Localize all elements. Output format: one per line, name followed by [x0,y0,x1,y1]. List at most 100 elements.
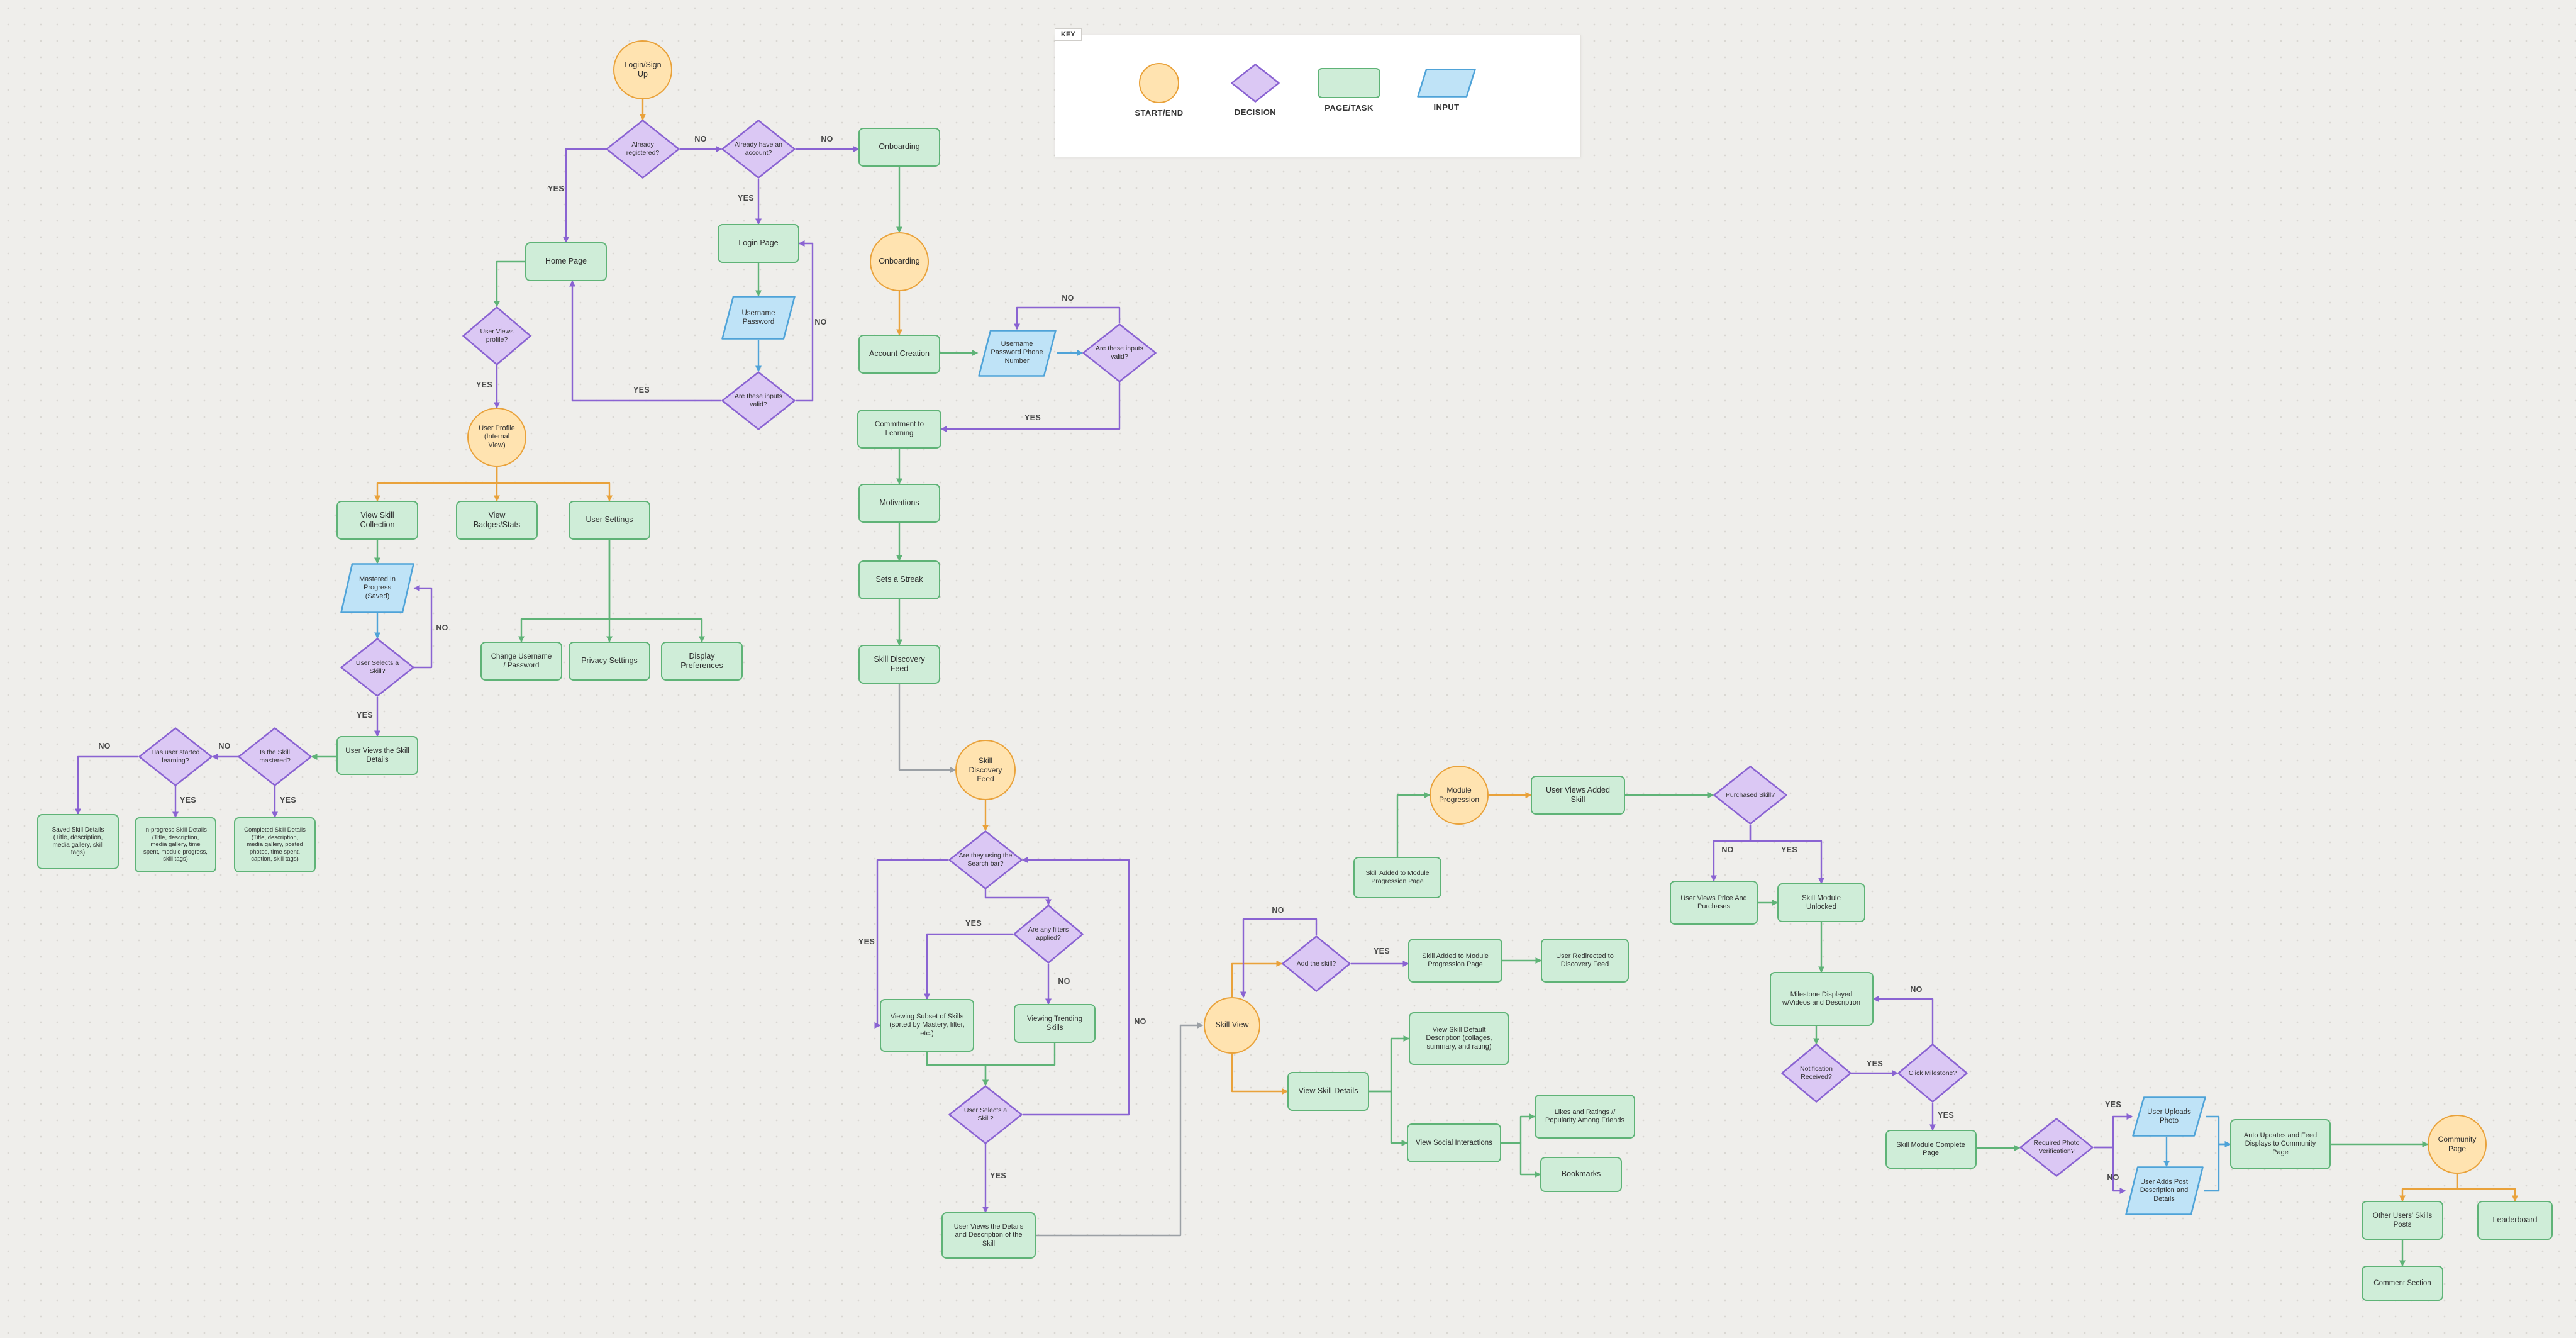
edge-label-required-photo-verification--user-adds-post: NO [2107,1173,2119,1182]
node-notification-received[interactable]: Notification Received? [1781,1044,1852,1103]
node-views-details-description[interactable]: User Views the Details and Description o… [941,1212,1036,1259]
node-view-skill-collection[interactable]: View Skill Collection [336,501,418,540]
node-add-the-skill[interactable]: Add the skill? [1282,935,1351,992]
node-viewing-subset[interactable]: Viewing Subset of Skills (sorted by Mast… [880,999,974,1052]
node-commitment-to-learning[interactable]: Commitment to Learning [857,410,941,449]
node-label: Privacy Settings [581,656,638,666]
node-user-selects-skill[interactable]: User Selects a Skill? [340,638,414,697]
node-skill-discovery-feed-task[interactable]: Skill Discovery Feed [858,645,940,684]
node-change-username-password[interactable]: Change Username / Password [480,642,562,681]
node-redirected-discovery[interactable]: User Redirected to Discovery Feed [1541,939,1629,983]
node-has-user-started[interactable]: Has user started learning? [138,727,213,786]
node-display-preferences[interactable]: Display Preferences [661,642,743,681]
key-label-input: INPUT [1433,103,1460,112]
node-skill-discovery-feed-start[interactable]: Skill Discovery Feed [955,740,1016,800]
edge-purchased-skill--skill-module-unlocked [1749,825,1824,884]
diamond-shape [721,120,796,179]
node-module-complete-page[interactable]: Skill Module Complete Page [1885,1130,1977,1169]
node-user-views-skill-details[interactable]: User Views the Skill Details [336,736,418,775]
node-user-profile[interactable]: User Profile (Internal View) [467,408,526,467]
edge-already-registered--home-page [563,148,606,243]
diamond-shape [1781,1044,1852,1103]
edge-user-selects-skill--collection-tabs [413,585,433,669]
node-account-inputs-valid[interactable]: Are these inputs valid? [1082,323,1157,382]
node-label: Likes and Ratings // Popularity Among Fr… [1545,1108,1624,1124]
node-label: Saved Skill Details (Title, description,… [52,826,104,857]
edge-label-required-photo-verification--user-uploads-photo: YES [2105,1100,2121,1109]
node-label: Skill Discovery Feed [874,654,925,673]
node-user-adds-post[interactable]: User Adds Post Description and Details [2124,1166,2204,1215]
node-is-skill-mastered[interactable]: Is the Skill mastered? [238,727,312,786]
node-user-settings[interactable]: User Settings [569,501,650,540]
edge-label-purchased-skill--views-price-purchases: NO [1721,845,1734,854]
node-views-price-purchases[interactable]: User Views Price And Purchases [1670,881,1758,925]
edge-view-social-interactions--bookmarks [1501,1142,1541,1178]
edge-home-page--user-views-profile [494,260,525,308]
node-skill-view[interactable]: Skill View [1204,997,1260,1054]
node-onboarding-start[interactable]: Onboarding [870,232,929,291]
node-skill-added-module[interactable]: Skill Added to Module Progression Page [1408,939,1502,983]
node-account-creation[interactable]: Account Creation [858,335,940,374]
node-already-have-account[interactable]: Already have an account? [721,120,796,179]
edge-label-user-selects-skill-2--using-search-bar: NO [1134,1017,1146,1026]
node-purchased-skill[interactable]: Purchased Skill? [1713,766,1787,825]
node-label: Onboarding [879,257,920,266]
node-likes-ratings[interactable]: Likes and Ratings // Popularity Among Fr… [1535,1095,1635,1139]
node-label: Comment Section [2373,1279,2431,1287]
node-view-badges-stats[interactable]: View Badges/Stats [456,501,538,540]
node-filters-applied[interactable]: Are any filters applied? [1013,905,1084,964]
node-view-default-description[interactable]: View Skill Default Description (collages… [1409,1012,1509,1065]
node-onboarding-task[interactable]: Onboarding [858,128,940,167]
key-legend-title: KEY [1055,28,1082,41]
node-bookmarks[interactable]: Bookmarks [1540,1157,1622,1192]
node-login-signup[interactable]: Login/Sign Up [613,40,672,99]
node-privacy-settings[interactable]: Privacy Settings [569,642,650,681]
node-using-search-bar[interactable]: Are they using the Search bar? [948,830,1023,889]
node-sets-a-streak[interactable]: Sets a Streak [858,560,940,599]
node-module-progression[interactable]: Module Progression [1430,766,1489,825]
node-user-uploads-photo[interactable]: User Uploads Photo [2132,1096,2206,1137]
key-shape-input [1417,69,1476,98]
node-community-page[interactable]: Community Page [2428,1115,2487,1174]
node-view-social-interactions[interactable]: View Social Interactions [1407,1123,1501,1162]
node-login-credentials[interactable]: Username Password [721,296,796,340]
node-label: Already registered? [626,141,660,157]
node-login-page[interactable]: Login Page [718,224,799,263]
node-completed-skill-details[interactable]: Completed Skill Details (Title, descript… [234,817,316,872]
input-shape [977,329,1057,377]
node-login-inputs-valid[interactable]: Are these inputs valid? [721,371,796,430]
node-home-page[interactable]: Home Page [525,242,607,281]
node-user-views-profile[interactable]: User Views profile? [462,306,531,365]
node-auto-updates-feed[interactable]: Auto Updates and Feed Displays to Commun… [2230,1119,2331,1169]
node-viewing-trending[interactable]: Viewing Trending Skills [1014,1004,1096,1043]
input-shape [2124,1166,2204,1215]
node-user-selects-skill-2[interactable]: User Selects a Skill? [948,1085,1023,1144]
edge-user-settings--display-preferences [608,540,705,643]
node-collection-tabs[interactable]: Mastered In Progress (Saved) [340,563,414,613]
node-comment-section[interactable]: Comment Section [2362,1266,2443,1301]
node-other-users-posts[interactable]: Other Users' Skills Posts [2362,1201,2443,1240]
edge-views-details-description--skill-view [1036,1022,1204,1237]
edge-add-the-skill--skill-view [1240,918,1318,998]
node-leaderboard[interactable]: Leaderboard [2477,1201,2553,1240]
node-click-milestone[interactable]: Click Milestone? [1897,1044,1968,1103]
edge-user-profile--user-settings [496,467,613,502]
edge-viewing-trending--user-selects-skill-2 [982,1043,1056,1086]
node-saved-skill-details[interactable]: Saved Skill Details (Title, description,… [37,814,119,869]
diamond-shape [138,727,213,786]
node-milestone-displayed[interactable]: Milestone Displayed w/Videos and Descrip… [1769,972,1874,1026]
node-skill-added-entry[interactable]: Skill Added to Module Progression Page [1353,857,1441,898]
edge-label-using-search-bar--viewing-subset: YES [858,937,875,946]
node-motivations[interactable]: Motivations [858,484,940,523]
node-required-photo-verification[interactable]: Required Photo Verification? [2019,1118,2094,1177]
node-already-registered[interactable]: Already registered? [606,120,680,179]
node-user-views-added-skill[interactable]: User Views Added Skill [1531,776,1625,815]
node-account-credentials[interactable]: Username Password Phone Number [977,329,1057,377]
node-label: Onboarding [879,142,920,152]
node-skill-module-unlocked[interactable]: Skill Module Unlocked [1777,883,1865,922]
node-label: Login/Sign Up [624,60,662,79]
node-inprogress-skill-details[interactable]: In-progress Skill Details (Title, descri… [135,817,216,872]
node-view-skill-details[interactable]: View Skill Details [1287,1072,1369,1111]
